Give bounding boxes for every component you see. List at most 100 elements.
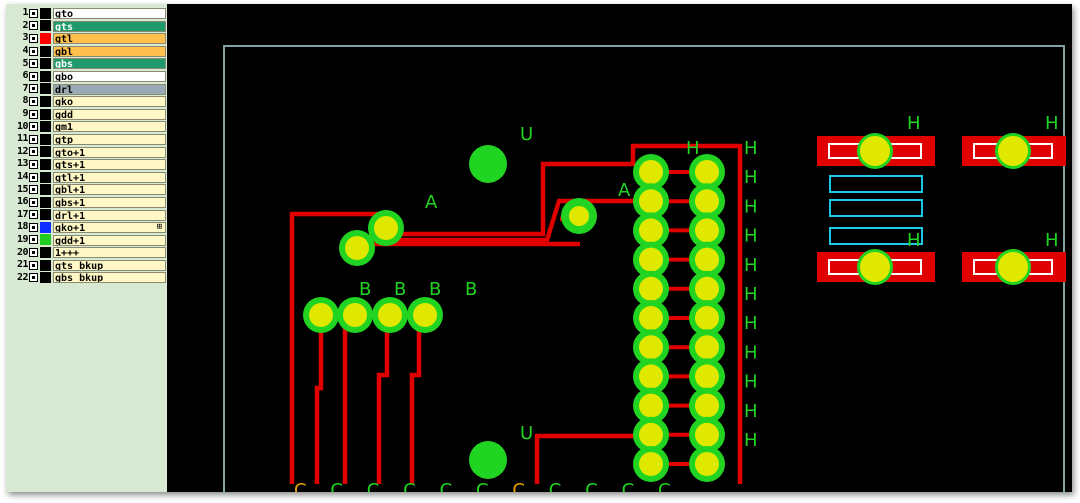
visibility-checkbox[interactable] xyxy=(29,260,38,270)
layer-name[interactable]: gtp xyxy=(53,133,166,145)
visibility-checkbox[interactable] xyxy=(29,84,38,94)
copper-trace xyxy=(381,198,636,243)
layer-color-swatch[interactable] xyxy=(40,45,51,57)
layer-color-swatch[interactable] xyxy=(40,259,51,271)
visibility-checkbox[interactable] xyxy=(29,8,38,18)
layer-color-swatch[interactable] xyxy=(40,70,51,82)
layer-color-swatch[interactable] xyxy=(40,171,51,183)
layer-color-swatch[interactable] xyxy=(40,83,51,95)
layer-name[interactable]: gbl xyxy=(53,45,166,57)
layer-name[interactable]: gts_bkup xyxy=(53,259,166,271)
layer-name[interactable]: gbo xyxy=(53,70,166,82)
layer-color-swatch[interactable] xyxy=(40,7,51,19)
layer-color-swatch[interactable] xyxy=(40,20,51,32)
visibility-checkbox[interactable] xyxy=(29,122,38,132)
silkscreen-label: H xyxy=(744,226,758,247)
visibility-checkbox[interactable] xyxy=(29,273,38,283)
silkscreen-label: H xyxy=(744,313,758,334)
visibility-checkbox[interactable] xyxy=(29,46,38,56)
layer-name[interactable]: drl+1 xyxy=(53,209,166,221)
visibility-checkbox[interactable] xyxy=(29,134,38,144)
copper-trace xyxy=(409,317,422,484)
layer-name[interactable]: gdd+1 xyxy=(53,234,166,246)
layer-name[interactable]: gto xyxy=(53,8,166,19)
visibility-checkbox[interactable] xyxy=(29,197,38,207)
layer-name[interactable]: gko xyxy=(53,96,166,108)
expand-icon[interactable]: ⊞ xyxy=(156,222,162,233)
layer-color-swatch[interactable] xyxy=(40,121,51,133)
layer-name[interactable]: gdd xyxy=(53,108,166,120)
layer-name[interactable]: gtl xyxy=(53,33,166,45)
layer-name[interactable]: gtl+1 xyxy=(53,171,166,183)
silkscreen-label: C xyxy=(585,480,598,492)
visibility-checkbox[interactable] xyxy=(29,96,38,106)
layer-name[interactable]: gto+1 xyxy=(53,146,166,158)
layer-color-swatch[interactable] xyxy=(40,95,51,107)
visibility-checkbox[interactable] xyxy=(29,235,38,245)
layer-name[interactable]: gbs xyxy=(53,58,166,70)
layer-name[interactable]: gts+1 xyxy=(53,159,166,171)
layer-name[interactable]: drl xyxy=(53,83,166,95)
visibility-checkbox[interactable] xyxy=(29,109,38,119)
layer-name[interactable]: gbl+1 xyxy=(53,184,166,196)
layer-color-swatch[interactable] xyxy=(40,146,51,158)
layer-name[interactable]: 1+++ xyxy=(53,247,166,259)
layer-name[interactable]: gko+1 xyxy=(53,222,166,234)
visibility-checkbox[interactable] xyxy=(29,59,38,69)
layer-color-swatch[interactable] xyxy=(40,209,51,221)
drill-hole xyxy=(695,306,719,330)
visibility-checkbox[interactable] xyxy=(29,248,38,258)
layer-color-swatch[interactable] xyxy=(40,133,51,145)
visibility-checkbox[interactable] xyxy=(29,71,38,81)
layer-color-swatch[interactable] xyxy=(40,58,51,70)
layer-name[interactable]: gbs_bkup xyxy=(53,272,166,284)
visibility-checkbox[interactable] xyxy=(29,33,38,43)
visibility-checkbox[interactable] xyxy=(29,210,38,220)
visibility-checkbox[interactable] xyxy=(29,222,38,232)
visibility-checkbox[interactable] xyxy=(29,147,38,157)
visibility-checkbox[interactable] xyxy=(29,172,38,182)
layer-color-swatch[interactable] xyxy=(40,247,51,259)
layer-color-swatch[interactable] xyxy=(40,184,51,196)
visibility-checkbox[interactable] xyxy=(29,185,38,195)
layer-color-swatch[interactable] xyxy=(40,196,51,208)
silkscreen-label: C xyxy=(476,480,489,492)
layer-name[interactable]: gm1 xyxy=(53,121,166,133)
layer-color-swatch[interactable] xyxy=(40,158,51,170)
smd-drill xyxy=(998,136,1028,166)
visibility-checkbox[interactable] xyxy=(29,21,38,31)
layer-color-swatch[interactable] xyxy=(40,234,51,246)
layer-name[interactable]: gts xyxy=(53,20,166,32)
layer-color-swatch[interactable] xyxy=(40,272,51,284)
layer-color-swatch[interactable] xyxy=(40,108,51,120)
layer-color-swatch[interactable] xyxy=(40,221,51,233)
visibility-checkbox[interactable] xyxy=(29,159,38,169)
layer-color-swatch[interactable] xyxy=(40,32,51,44)
mounting-pad xyxy=(469,441,507,479)
layer-name[interactable]: gbs+1 xyxy=(53,196,166,208)
